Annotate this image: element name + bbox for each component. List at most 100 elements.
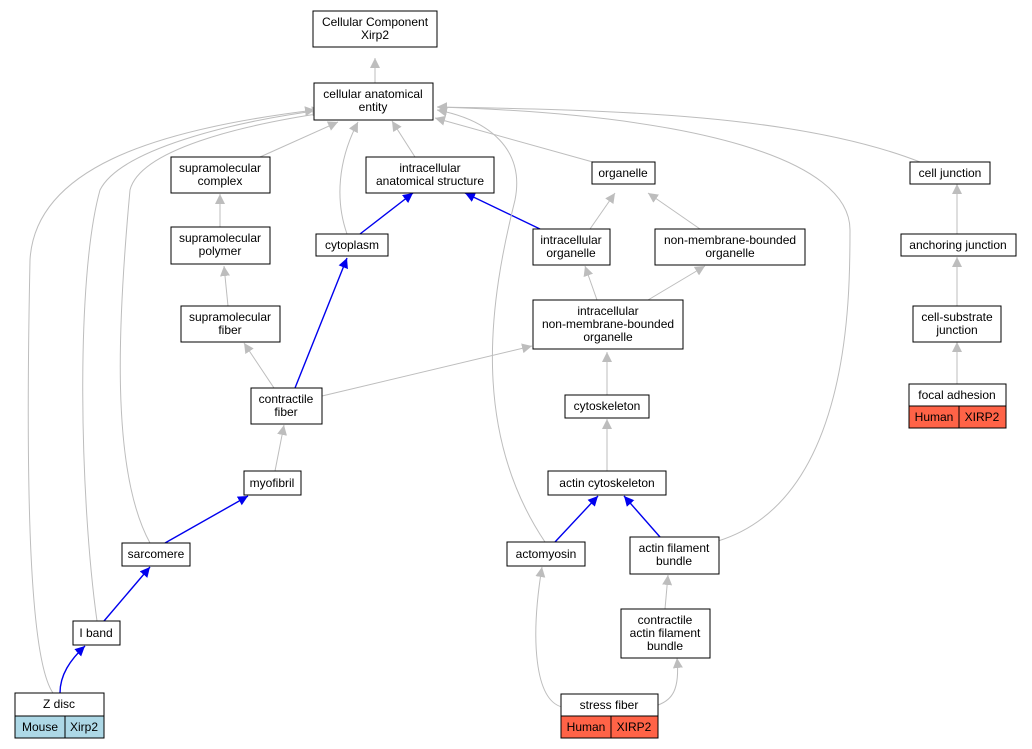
annotation-focal-adhesion: Human XIRP2 bbox=[908, 405, 1007, 429]
node-label-line: contractile bbox=[259, 392, 314, 406]
species-label: Mouse bbox=[22, 720, 58, 734]
node-focal-adhesion[interactable]: focal adhesion Human XIRP2 bbox=[908, 383, 1007, 429]
node-cell-junction[interactable]: cell junction bbox=[909, 161, 991, 185]
node-i-band[interactable]: I band bbox=[72, 620, 121, 646]
node-intracellular-non-membrane-bounded-organelle[interactable]: intracellular non-membrane-bounded organ… bbox=[532, 299, 684, 350]
node-label-line: organelle bbox=[546, 246, 596, 260]
edge-sf-to-actomyosin bbox=[535, 566, 563, 708]
node-label-line: polymer bbox=[199, 244, 242, 258]
node-label-line: anchoring junction bbox=[909, 238, 1006, 252]
edge-smf-to-smp bbox=[220, 265, 230, 307]
gene-label: XIRP2 bbox=[965, 410, 1000, 424]
node-label-line: fiber bbox=[218, 323, 241, 337]
edge-myofibril-to-cf bbox=[274, 424, 287, 472]
edge-sf-to-caf bbox=[657, 657, 683, 706]
gene-label: Xirp2 bbox=[70, 720, 98, 734]
species-label: Human bbox=[915, 410, 954, 424]
node-sarcomere[interactable]: sarcomere bbox=[121, 542, 191, 567]
edge-cf-to-cytoplasm bbox=[294, 257, 348, 389]
edge-inmbo-to-nmbo bbox=[647, 265, 706, 301]
node-cellular-component[interactable]: Cellular Component Xirp2 bbox=[312, 10, 438, 48]
edge-zdisc-to-cae bbox=[27, 106, 316, 694]
edge-io-to-organelle bbox=[589, 192, 616, 230]
edge-cytoplasm-to-ias bbox=[359, 192, 414, 235]
node-label-line: bundle bbox=[656, 554, 692, 568]
node-label-line: cell junction bbox=[919, 166, 982, 180]
edges bbox=[27, 58, 962, 708]
annotation-z-disc: Mouse Xirp2 bbox=[14, 715, 105, 739]
node-non-membrane-bounded-organelle[interactable]: non-membrane-bounded organelle bbox=[654, 228, 806, 266]
node-cytoplasm[interactable]: cytoplasm bbox=[315, 233, 389, 257]
node-intracellular-organelle[interactable]: intracellular organelle bbox=[532, 228, 611, 266]
annotation-stress-fiber: Human XIRP2 bbox=[560, 715, 659, 739]
node-label-line: organelle bbox=[598, 166, 648, 180]
node-label-line: cytoplasm bbox=[325, 238, 379, 252]
gene-label: XIRP2 bbox=[617, 720, 652, 734]
edge-iband-to-cae bbox=[82, 106, 323, 622]
node-label-line: intracellular bbox=[399, 161, 460, 175]
node-label-line: actin filament bbox=[639, 541, 710, 555]
gene-badge bbox=[64, 715, 105, 739]
edge-afb-to-acsk bbox=[623, 495, 661, 538]
node-label-line: entity bbox=[359, 100, 388, 114]
edge-cf-to-smf bbox=[243, 342, 275, 389]
node-label-line: actomyosin bbox=[516, 547, 577, 561]
node-actin-cytoskeleton[interactable]: actin cytoskeleton bbox=[547, 470, 667, 496]
node-organelle[interactable]: organelle bbox=[591, 161, 656, 185]
node-label-line: organelle bbox=[583, 330, 633, 344]
node-label-line: complex bbox=[198, 174, 243, 188]
node-label-line: intracellular bbox=[540, 233, 601, 247]
node-cellular-anatomical-entity[interactable]: cellular anatomical entity bbox=[313, 82, 434, 121]
node-supramolecular-fiber[interactable]: supramolecular fiber bbox=[180, 305, 281, 343]
node-label-line: Cellular Component bbox=[322, 15, 429, 29]
edge-zdisc-to-iband bbox=[59, 645, 86, 694]
node-supramolecular-complex[interactable]: supramolecular complex bbox=[170, 156, 271, 194]
node-label-line: supramolecular bbox=[179, 231, 261, 245]
node-label-line: I band bbox=[79, 626, 112, 640]
node-actomyosin[interactable]: actomyosin bbox=[506, 541, 586, 567]
edge-iband-to-sarcomere bbox=[103, 566, 151, 622]
node-z-disc[interactable]: Z disc Mouse Xirp2 bbox=[14, 692, 105, 739]
node-label-line: cell-substrate bbox=[921, 310, 993, 324]
node-stress-fiber[interactable]: stress fiber Human XIRP2 bbox=[560, 693, 659, 739]
edge-inmbo-to-io bbox=[583, 265, 598, 301]
node-label-line: supramolecular bbox=[179, 161, 261, 175]
node-label-line: fiber bbox=[274, 405, 297, 419]
edge-sarcomere-to-cae bbox=[119, 108, 331, 544]
nodes: Cellular Component Xirp2 cellular anatom… bbox=[14, 10, 1017, 739]
edge-caf-to-afb bbox=[662, 574, 673, 610]
node-label-line: supramolecular bbox=[189, 310, 271, 324]
edge-cytoplasm-to-cae bbox=[339, 121, 359, 235]
node-contractile-actin-filament-bundle[interactable]: contractile actin filament bundle bbox=[620, 608, 711, 659]
node-actin-filament-bundle[interactable]: actin filament bundle bbox=[629, 536, 720, 575]
node-label-line: actin filament bbox=[630, 626, 701, 640]
edge-actomyosin-to-cae bbox=[436, 106, 546, 543]
node-label-line: intracellular bbox=[577, 304, 638, 318]
node-intracellular-anatomical-structure[interactable]: intracellular anatomical structure bbox=[365, 156, 495, 194]
node-label-line: bundle bbox=[647, 639, 683, 653]
node-label-line: Xirp2 bbox=[361, 28, 389, 42]
node-contractile-fiber[interactable]: contractile fiber bbox=[250, 387, 323, 425]
edge-nmbo-to-organelle bbox=[647, 192, 701, 230]
edge-organelle-to-cae bbox=[434, 115, 601, 165]
node-anchoring-junction[interactable]: anchoring junction bbox=[900, 233, 1017, 257]
gene-badge bbox=[958, 405, 1007, 429]
node-myofibril[interactable]: myofibril bbox=[243, 470, 302, 496]
node-label-line: anatomical structure bbox=[376, 174, 484, 188]
node-cell-substrate-junction[interactable]: cell-substrate junction bbox=[912, 305, 1002, 343]
edge-actomyosin-to-acsk bbox=[554, 495, 599, 543]
edge-ias-to-cae bbox=[391, 120, 416, 158]
node-label-line: non-membrane-bounded bbox=[542, 317, 674, 331]
node-label-line: organelle bbox=[705, 246, 755, 260]
node-label-line: sarcomere bbox=[128, 547, 185, 561]
node-label-line: Z disc bbox=[43, 697, 75, 711]
edge-sarcomere-to-myofibril bbox=[164, 495, 249, 544]
node-label-line: contractile bbox=[638, 613, 693, 627]
species-label: Human bbox=[567, 720, 606, 734]
node-label-line: non-membrane-bounded bbox=[664, 233, 796, 247]
node-supramolecular-polymer[interactable]: supramolecular polymer bbox=[170, 226, 271, 265]
edge-cj-to-cae bbox=[436, 102, 921, 163]
node-cytoskeleton[interactable]: cytoskeleton bbox=[564, 394, 650, 419]
node-label-line: cytoskeleton bbox=[574, 399, 641, 413]
